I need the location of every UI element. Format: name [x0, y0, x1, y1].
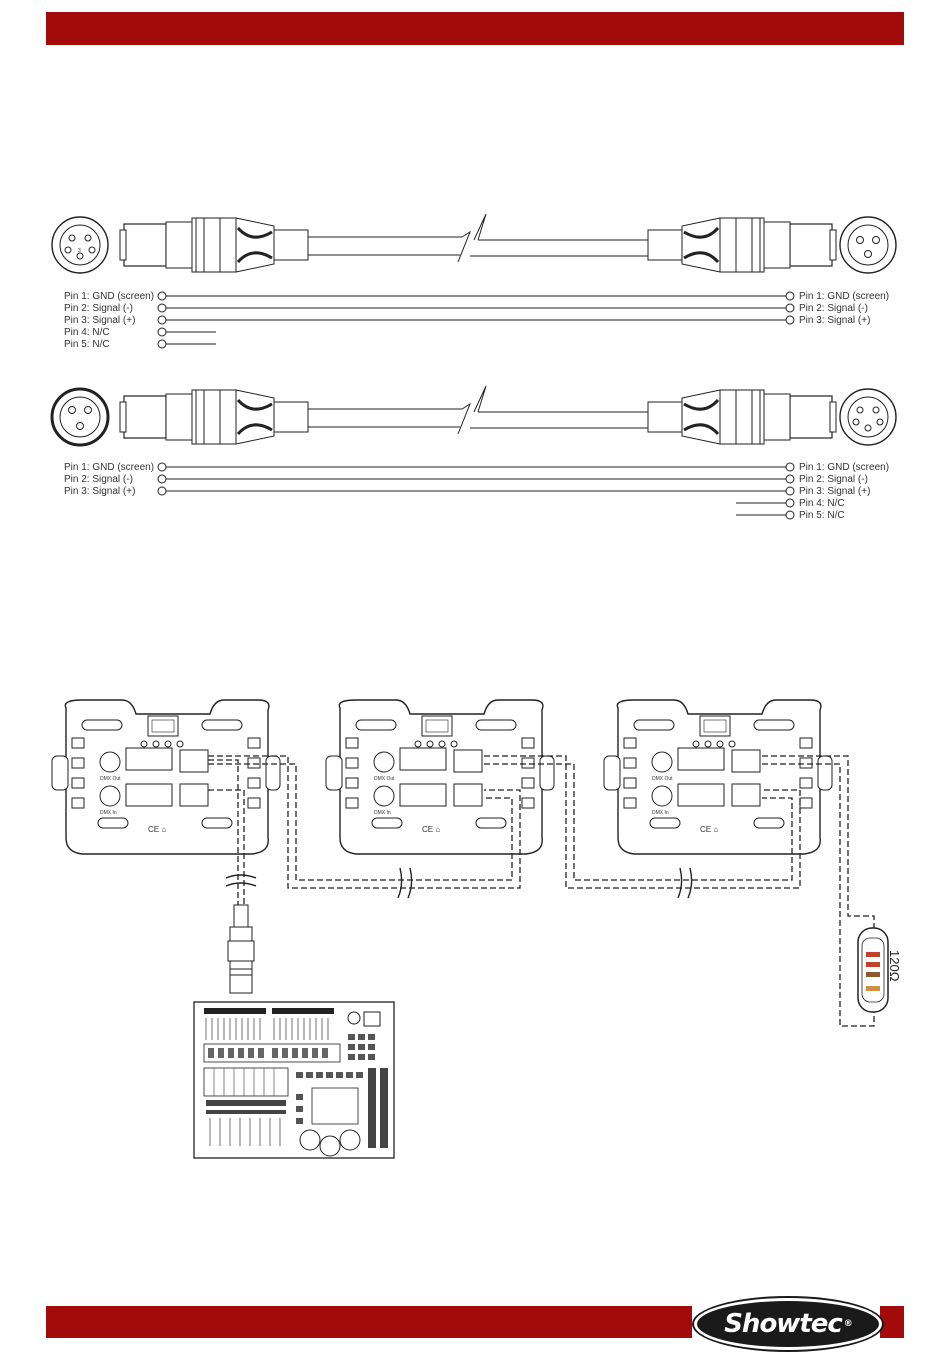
dmx-out-label: DMX Out — [374, 776, 395, 782]
cable-break-marks — [225, 867, 693, 899]
pin-wires — [157, 462, 795, 520]
pin-label: Pin 1: GND (screen) — [64, 291, 154, 302]
footer-bar-tail — [880, 1306, 904, 1338]
male-5pin-face — [839, 388, 897, 446]
male-3pin-face — [839, 216, 897, 274]
dmx-in-label: DMX In — [652, 810, 669, 816]
female-connector-body — [118, 216, 310, 274]
pin-label: Pin 3: Signal (+) — [799, 315, 870, 326]
dmx-chain-cables — [208, 755, 875, 1027]
terminator-resistor — [857, 927, 889, 1013]
male-connector-body — [646, 388, 838, 446]
pin-label: Pin 4: N/C — [64, 327, 110, 338]
ce-mark: CE ⌂ — [700, 825, 718, 834]
pin-label: Pin 5: N/C — [64, 339, 110, 350]
fixture: DMX Out DMX In CE ⌂ — [51, 699, 281, 855]
logo-text: Showtec — [724, 1309, 843, 1339]
pin-label: Pin 4: N/C — [799, 498, 845, 509]
pin-label: Pin 5: N/C — [799, 510, 845, 521]
header-bar — [46, 12, 904, 45]
pin-label: Pin 3: Signal (+) — [64, 315, 135, 326]
pin-label: Pin 2: Signal (-) — [799, 474, 868, 485]
female-connector-body — [118, 388, 310, 446]
pin-label: Pin 1: GND (screen) — [799, 291, 889, 302]
dmx-controller — [193, 1001, 395, 1159]
pin-label: Pin 2: Signal (-) — [64, 474, 133, 485]
dmx-in-label: DMX In — [100, 810, 117, 816]
pin-label: Pin 3: Signal (+) — [64, 486, 135, 497]
resistor-value: 120Ω — [887, 950, 902, 982]
female-5pin-face: 3 — [51, 216, 109, 274]
cable-line — [308, 213, 648, 263]
fixture: DMX Out DMX In CE ⌂ — [603, 699, 833, 855]
controller-xlr-plug — [227, 904, 255, 994]
male-connector-body — [646, 216, 838, 274]
fixture: DMX Out DMX In CE ⌂ — [325, 699, 555, 855]
dmx-in-label: DMX In — [374, 810, 391, 816]
dmx-out-label: DMX Out — [652, 776, 673, 782]
cable-line — [308, 385, 648, 435]
ce-mark: CE ⌂ — [148, 825, 166, 834]
pin-label: Pin 3: Signal (+) — [799, 486, 870, 497]
ce-mark: CE ⌂ — [422, 825, 440, 834]
pin-wires — [157, 291, 795, 349]
pin-label: Pin 2: Signal (-) — [64, 303, 133, 314]
footer-bar — [46, 1306, 692, 1338]
showtec-logo: Showtec® — [694, 1298, 882, 1350]
dmx-out-label: DMX Out — [100, 776, 121, 782]
pin-label: Pin 1: GND (screen) — [64, 462, 154, 473]
pin-label: Pin 2: Signal (-) — [799, 303, 868, 314]
svg-text:3: 3 — [78, 248, 81, 254]
cable-1: 3 — [51, 213, 897, 350]
registered-mark: ® — [843, 1319, 853, 1329]
cable-2: Pin 1: GND (screen) Pin 2: Signal (-) Pi… — [50, 385, 897, 521]
female-3pin-face — [50, 387, 110, 447]
pin-label: Pin 1: GND (screen) — [799, 462, 889, 473]
